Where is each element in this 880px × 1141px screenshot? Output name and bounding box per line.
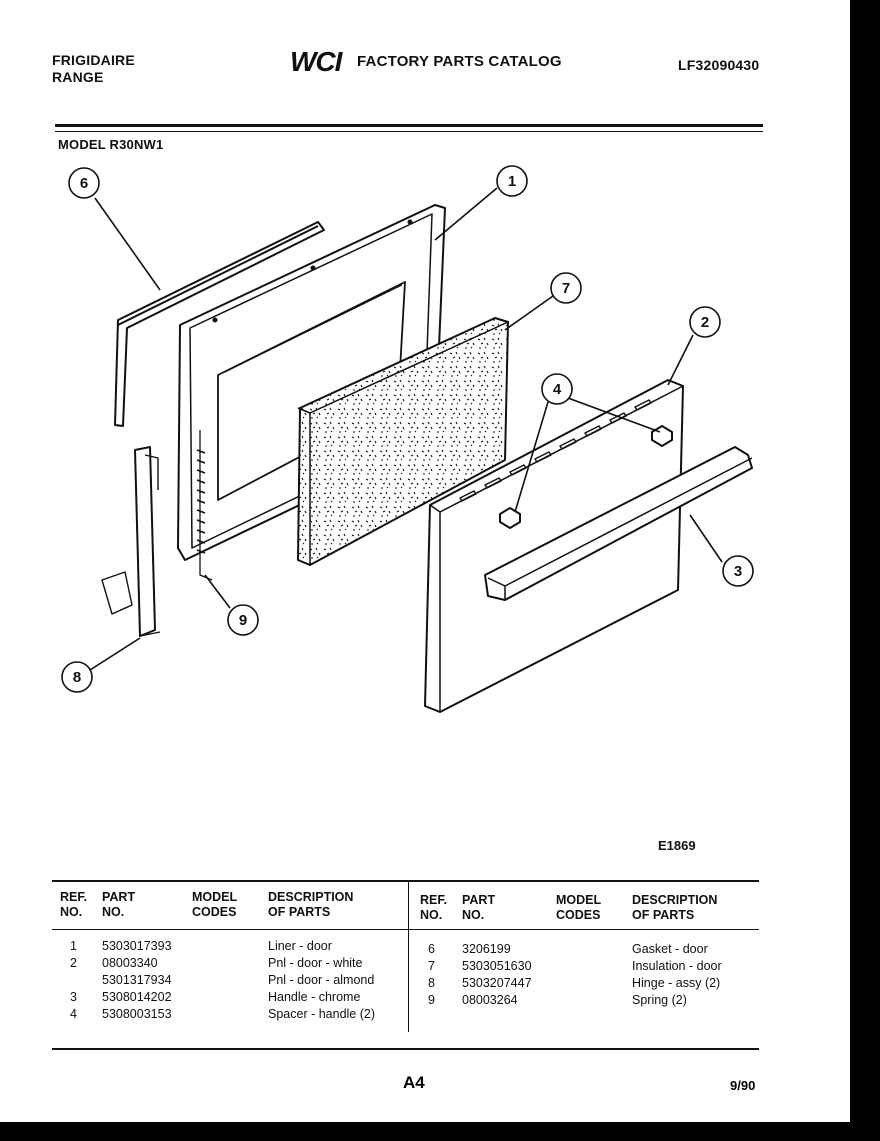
callout-6: 6 [68,167,100,199]
brand-name: FRIGIDAIRE [52,52,135,68]
catalog-title: FACTORY PARTS CATALOG [357,53,562,70]
header-rule-thick [55,124,763,127]
leader-lines [89,187,723,671]
col-ref: REF.NO. [420,893,448,922]
svg-text:6: 6 [80,175,88,192]
svg-text:8: 8 [73,669,81,686]
panel-door [424,379,684,713]
callout-7: 7 [550,272,582,304]
handle-chrome [484,446,753,601]
hinge-assy [101,446,161,637]
svg-text:1: 1 [508,173,516,190]
svg-text:3: 3 [734,563,742,580]
wci-logo: WCI [290,46,342,77]
revision-date: 9/90 [730,1078,756,1093]
svg-text:7: 7 [562,280,570,297]
page-number: A4 [403,1073,425,1092]
table-divider [408,882,409,1032]
svg-text:2: 2 [701,314,709,331]
callout-2: 2 [689,306,721,338]
model-label: MODEL R30NW1 [58,137,164,152]
callout-3: 3 [722,555,754,587]
table-header-rule [52,929,759,930]
callout-9: 9 [227,604,259,636]
product-type: RANGE [52,69,104,85]
exploded-door-diagram: 1 2 3 4 6 7 8 9 [61,165,754,713]
svg-text:9: 9 [239,612,247,629]
callout-1: 1 [496,165,528,197]
catalog-page: FRIGIDAIRE RANGE WCI FACTORY PARTS CATAL… [0,0,850,1122]
svg-text:4: 4 [553,381,562,398]
diagram-code: E1869 [658,838,696,853]
catalog-number: LF32090430 [678,57,760,73]
brand-block: FRIGIDAIRE RANGE [52,52,135,86]
callout-4: 4 [541,373,573,405]
callout-8: 8 [61,661,93,693]
col-ref: REF.NO. [60,890,88,919]
gasket-door [114,221,325,427]
spring [196,430,213,581]
table-bottom-rule [52,1048,759,1050]
table-top-rule [52,880,759,882]
header-rule-thin [55,131,763,132]
insulation-door [297,317,509,566]
